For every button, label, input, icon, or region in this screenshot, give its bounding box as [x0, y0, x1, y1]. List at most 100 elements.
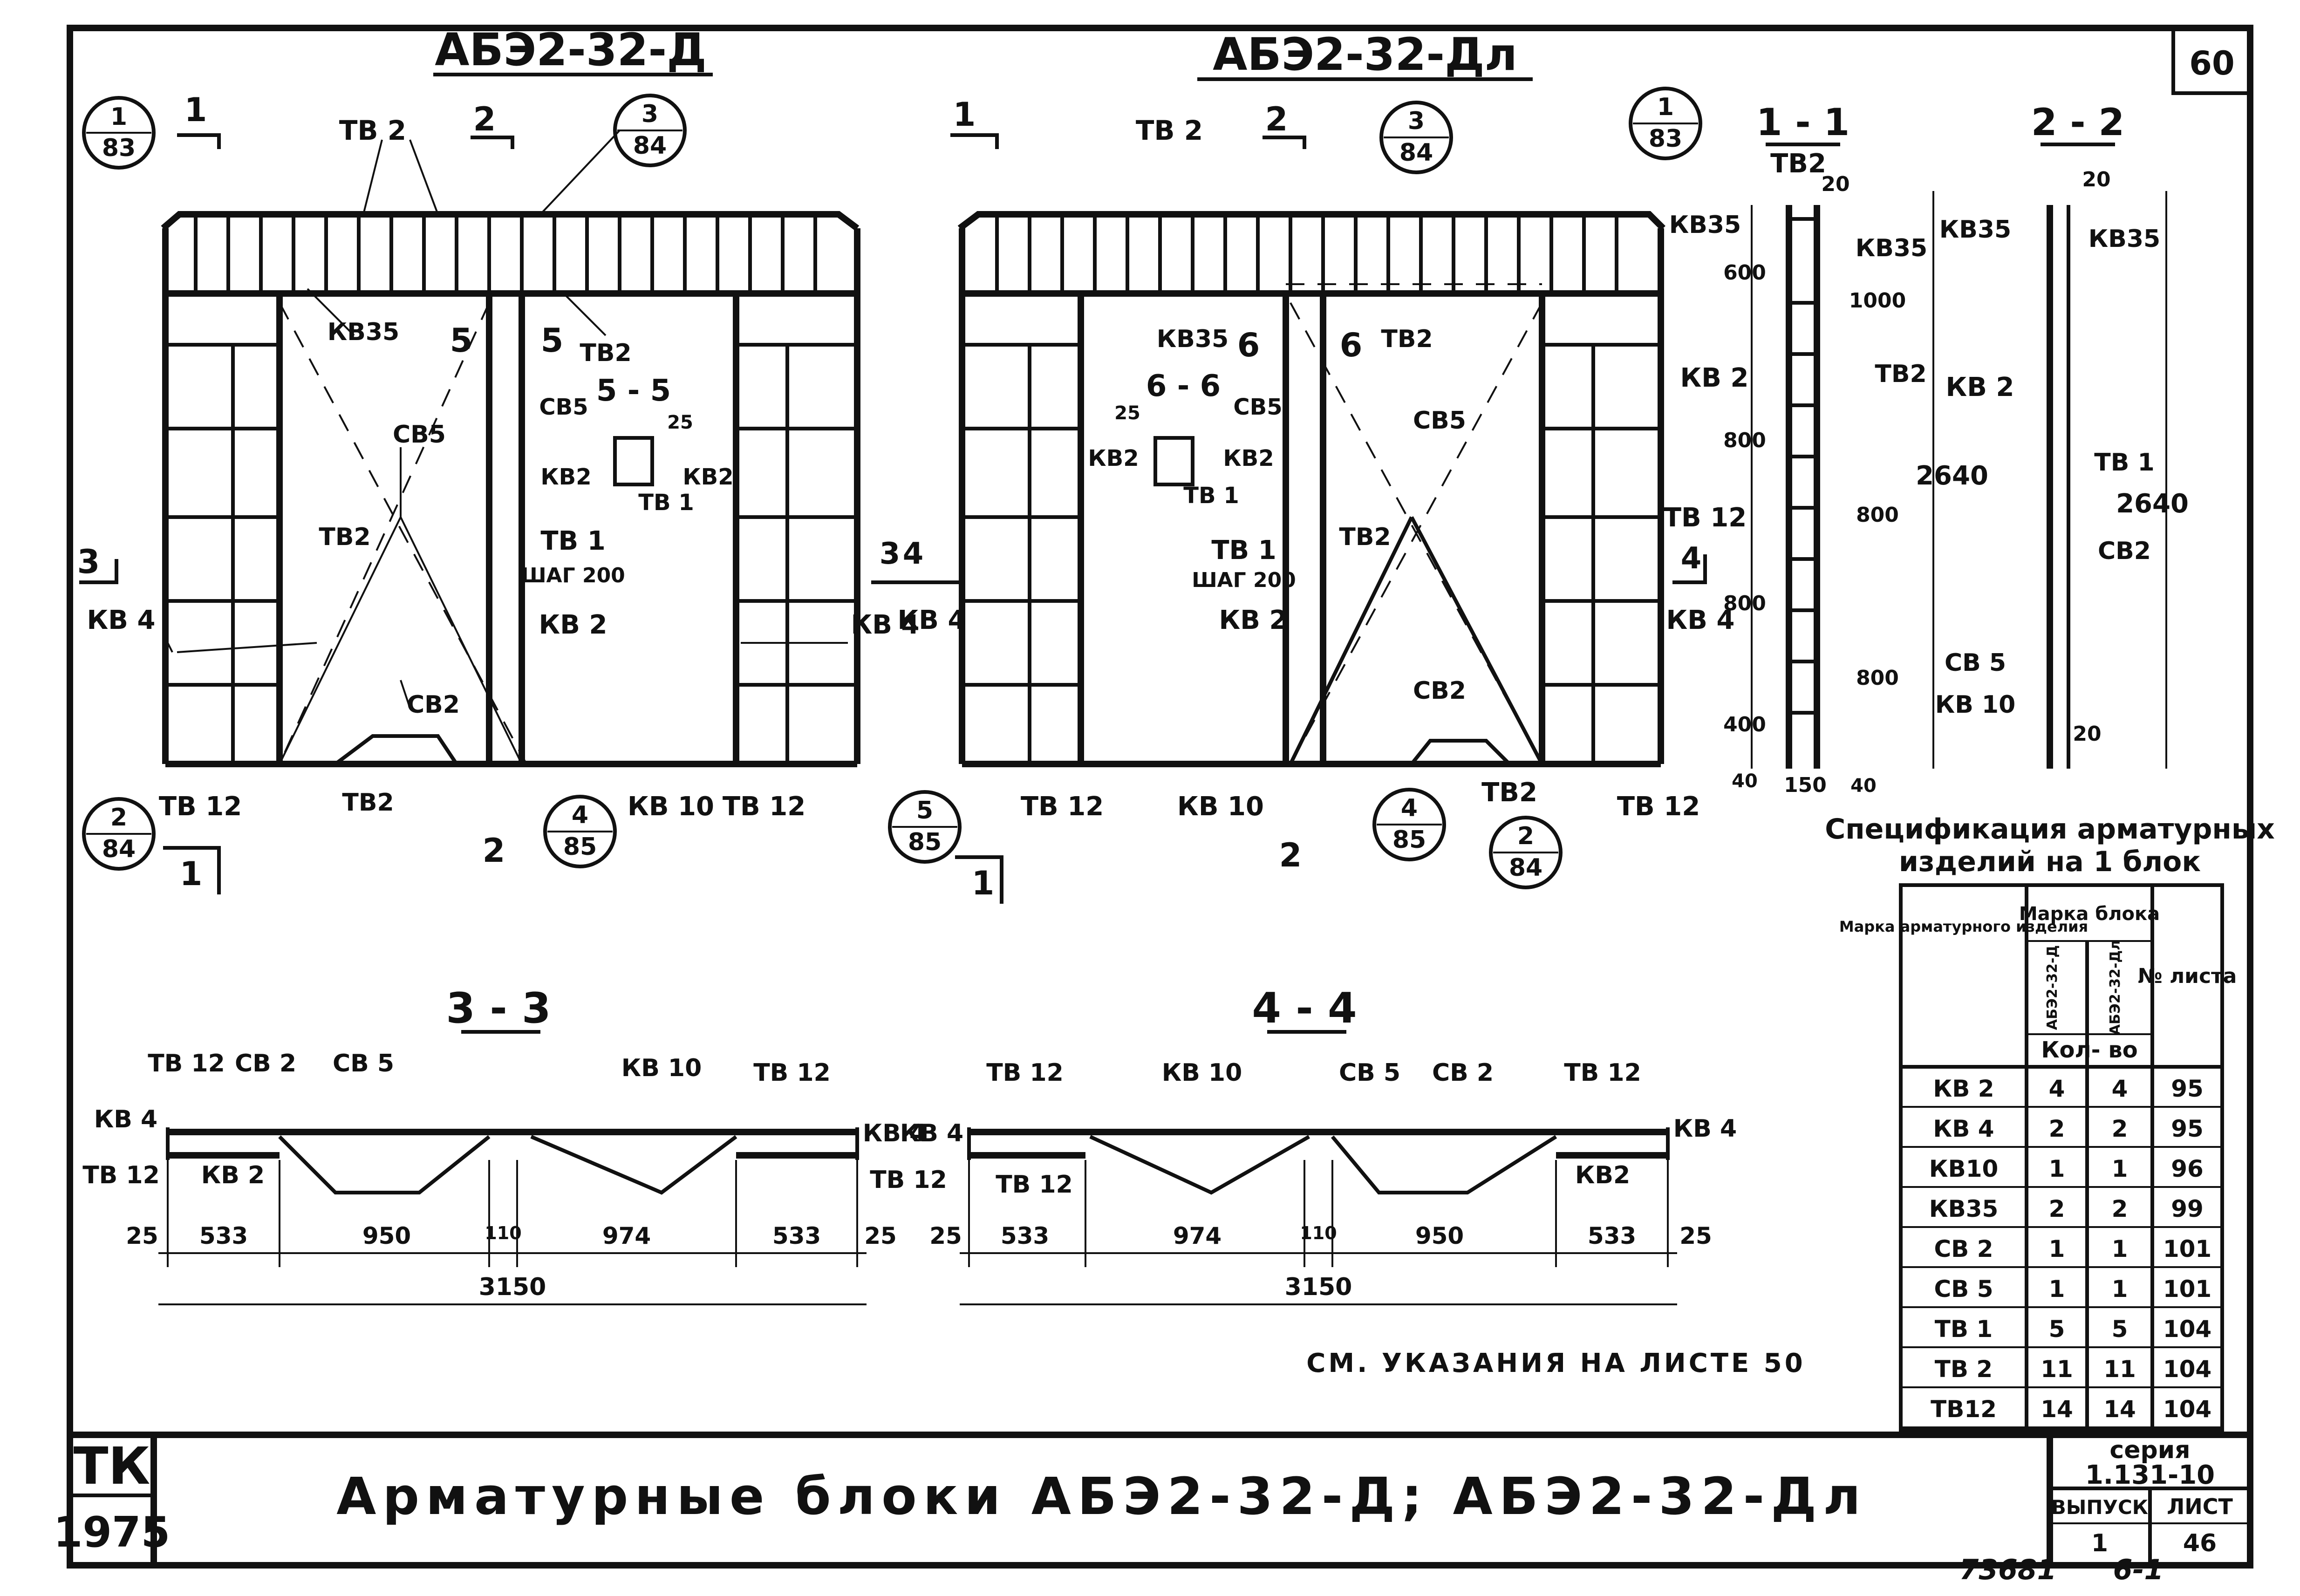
spec-cell-sheet: 96: [2171, 1155, 2204, 1182]
title-right: АБЭ2-32-Дл: [1213, 28, 1517, 81]
spec-cell-qty-a: 1: [2049, 1235, 2065, 1262]
spec-cell-qty-b: 1: [2112, 1275, 2128, 1303]
lbl-kv2-right: КВ 2: [1219, 605, 1288, 635]
spec-cell-qty-a: 4: [2049, 1075, 2065, 1102]
lbl-kv4-right-l: КВ 4: [898, 605, 966, 635]
lbl-kv4-right: КВ 4: [1666, 605, 1735, 635]
elevation-left: АБЭ2-32-Д: [77, 24, 919, 894]
spec-cell-qty-b: 2: [2112, 1115, 2128, 1142]
callout-1-83-left: 1 83: [82, 96, 156, 170]
svg-text:85: 85: [908, 828, 942, 856]
lbl-tv2-bot-left: ТВ2: [342, 789, 394, 817]
s3-kv2: КВ 2: [201, 1161, 265, 1189]
lbl-tv2-mid-right: ТВ2: [1339, 523, 1391, 551]
sec1-d400: 400: [1723, 713, 1766, 737]
lbl-kv35-right: КВ35: [1157, 325, 1229, 353]
spec-cell-mark: КВ10: [1929, 1155, 1999, 1182]
lbl-tv12-right-a: ТВ 12: [1021, 791, 1104, 822]
s3-d950: 950: [362, 1222, 411, 1249]
s3-tv12-a: ТВ 12: [148, 1050, 225, 1078]
lbl-2-top-left: 2: [473, 100, 496, 138]
lbl-kv2-detail-l1: КВ2: [540, 464, 591, 490]
lbl-step-left: ШАГ 200: [521, 564, 625, 587]
sec1-tb2: ТВ2: [1875, 360, 1926, 388]
spec-col-mark: Марка арматурного изделия: [1839, 918, 2088, 935]
lbl-sec-5-5: 5 - 5: [596, 374, 671, 408]
sec2-sv5: СВ 5: [1945, 649, 2006, 677]
callout-3-84-left: 3 84: [613, 94, 687, 167]
svg-text:2: 2: [110, 804, 127, 832]
s4-d533a: 533: [1001, 1222, 1049, 1249]
spec-cell-mark: КВ 2: [1933, 1075, 1994, 1102]
svg-text:85: 85: [1392, 826, 1426, 854]
lbl-3-mid: 3: [880, 537, 901, 571]
spec-cell-mark: ТВ 1: [1935, 1316, 1993, 1343]
lbl-tv1-left: ТВ 1: [540, 526, 605, 556]
sec1-d40b: 40: [1850, 775, 1877, 797]
lbl-sv2-right: СВ2: [1413, 677, 1466, 705]
s3-d974: 974: [602, 1222, 651, 1249]
sheet-number-box: [2171, 26, 2252, 95]
s4-tv12-a: ТВ 12: [986, 1059, 1064, 1087]
sec1-d1000: 1000: [1849, 289, 1906, 313]
spec-cell-sheet: 104: [2163, 1356, 2211, 1383]
spec-cell-sheet: 95: [2171, 1115, 2204, 1142]
spec-cell-qty-a: 1: [2049, 1275, 2065, 1303]
sec2-d2640: 2640: [2116, 489, 2189, 519]
sec2-d20a: 20: [2082, 168, 2110, 191]
series-value: 1.131-10: [2085, 1460, 2215, 1490]
s4-tv12-b: ТВ 12: [1564, 1059, 1641, 1087]
sec1-d800c: 800: [1723, 592, 1766, 615]
sec2-d20b: 20: [2073, 722, 2101, 746]
sec1-d600: 600: [1723, 261, 1766, 285]
spec-cell-mark: КВ35: [1929, 1195, 1999, 1222]
s4-d974: 974: [1173, 1222, 1222, 1249]
lbl-tv1-right: ТВ 1: [1211, 535, 1276, 566]
section-4-4: 4 - 4 ТВ 12 КВ 10 СВ 5 СВ 2 ТВ 12 КВ 4 К…: [900, 984, 1737, 1305]
svg-text:3: 3: [1408, 107, 1425, 135]
sec2-kv10: КВ 10: [1935, 691, 2016, 719]
spec-cell-sheet: 104: [2163, 1316, 2211, 1343]
sec1-d150: 150: [1784, 773, 1827, 797]
sec1-d40a: 40: [1732, 771, 1758, 792]
lbl-kv35-left: КВ35: [328, 318, 400, 346]
spec-cell-qty-b: 4: [2112, 1075, 2128, 1102]
section-1-1: 1 - 1 ТВ2 КВ35 КВ35 ТВ2 КВ 2 ТВ 12 20 60…: [1664, 101, 1988, 797]
s3-tv12-d: ТВ 12: [870, 1166, 947, 1194]
sec2-kv35-r: КВ35: [2088, 225, 2161, 253]
issue-value: 1: [2091, 1529, 2108, 1557]
sec1-d800b: 800: [1856, 503, 1899, 527]
spec-cell-sheet: 99: [2171, 1195, 2204, 1222]
lbl-1-top-left: 1: [184, 91, 207, 129]
s4-d950: 950: [1415, 1222, 1464, 1249]
spec-table: Спецификация арматурных изделий на 1 бло…: [1825, 813, 2275, 1432]
lbl-sv5-detail-right: СВ5: [1233, 394, 1282, 420]
lbl-3-left: 3: [77, 543, 100, 581]
lbl-kv2-detail-r2: КВ2: [1223, 445, 1274, 471]
callout-4-85-left: 4 85: [543, 795, 617, 868]
lbl-tb2-right: ТВ2: [1381, 325, 1433, 353]
lbl-tv1-detail-left: ТВ 1: [638, 490, 694, 516]
lbl-6a-right: 6: [1237, 326, 1260, 364]
series-label: серия: [2109, 1436, 2190, 1464]
lbl-step-right: ШАГ 200: [1192, 568, 1296, 592]
sheet-number: 60: [2189, 44, 2234, 82]
s4-sv2: СВ 2: [1432, 1059, 1494, 1087]
spec-cell-qty-a: 11: [2041, 1356, 2073, 1383]
s3-sv2: СВ 2: [235, 1050, 296, 1078]
lbl-2-top-right: 2: [1265, 100, 1288, 138]
s4-kv4-l: КВ 4: [900, 1119, 963, 1147]
lbl-sv5-left: СВ5: [393, 421, 446, 449]
sec1-d2640: 2640: [1916, 461, 1988, 491]
sec1-tv12: ТВ 12: [1664, 503, 1747, 533]
lbl-kv4-left: КВ 4: [87, 605, 156, 635]
lbl-tv2-top-right: ТВ 2: [1136, 115, 1203, 146]
s3-d110: 110: [485, 1223, 521, 1243]
sec-3-3-title: 3 - 3: [446, 984, 551, 1033]
sec2-tv1: ТВ 1: [2094, 449, 2154, 477]
handwritten-suffix: 6-1: [2113, 1554, 2164, 1586]
s3-d25a: 25: [126, 1222, 158, 1249]
s3-sv5: СВ 5: [333, 1050, 394, 1078]
svg-text:4: 4: [572, 801, 588, 829]
